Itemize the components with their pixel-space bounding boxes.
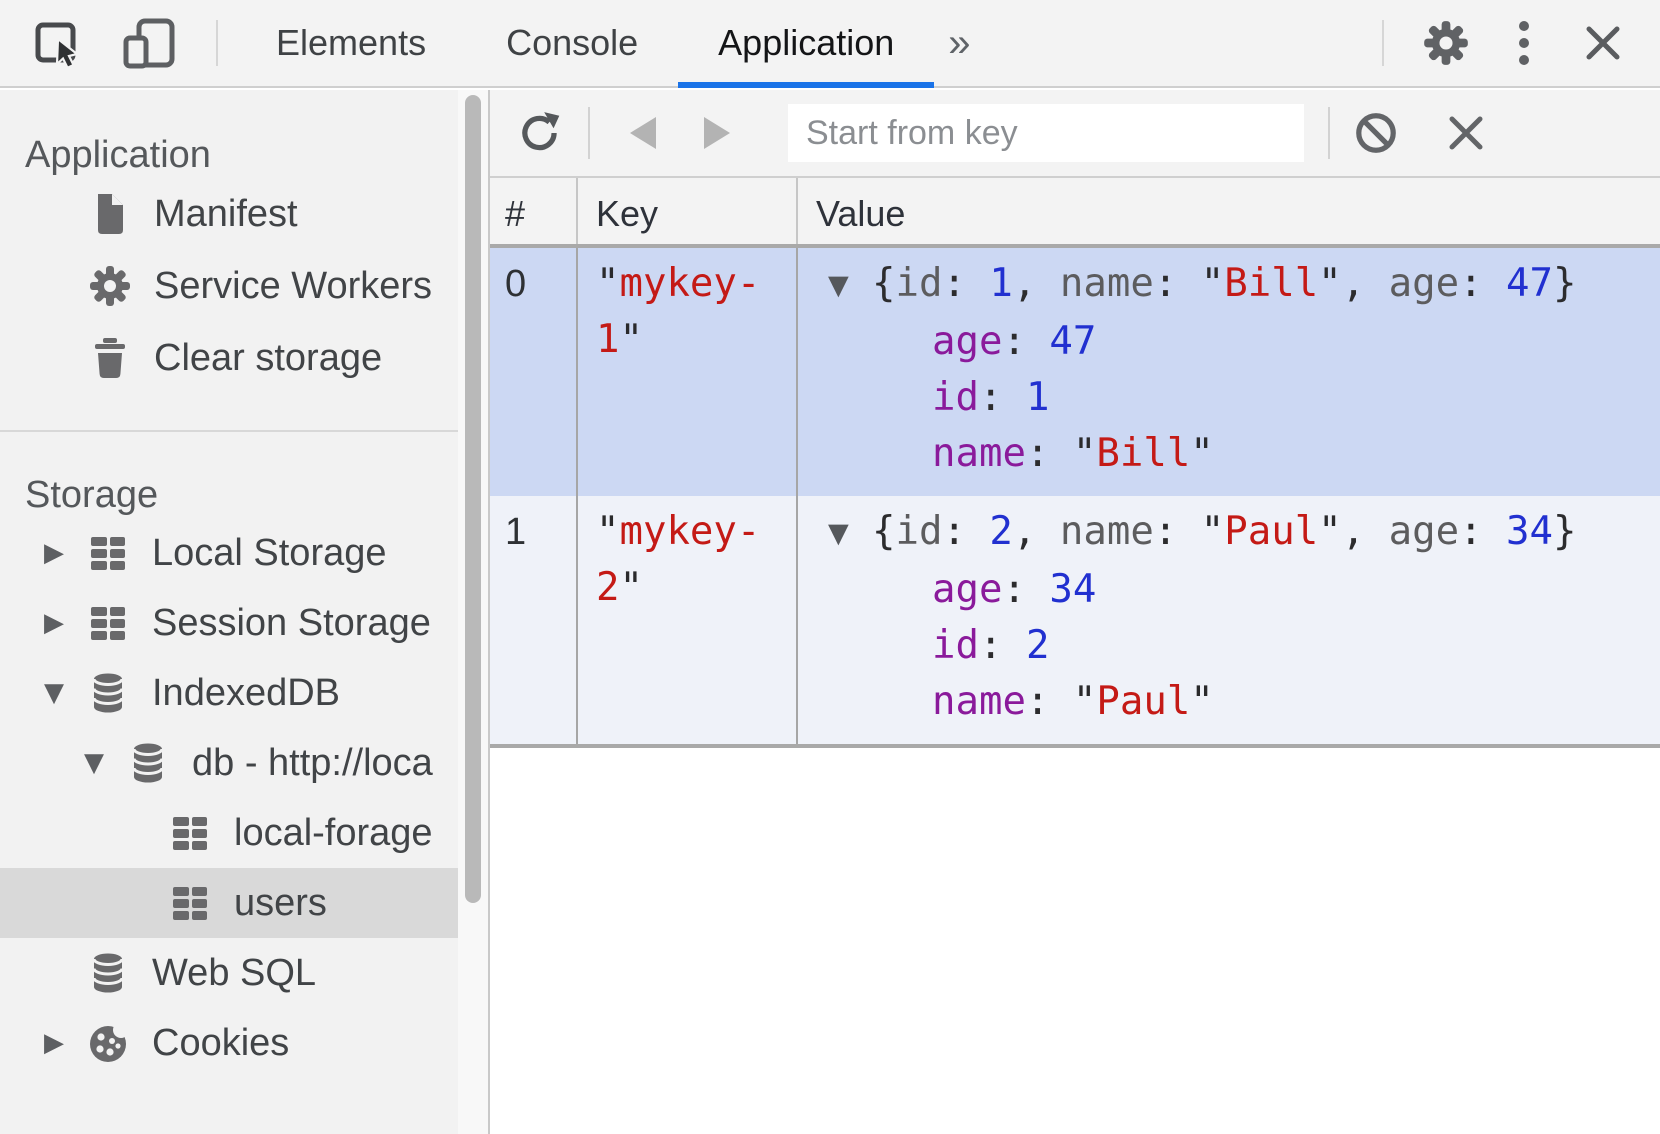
table-row[interactable]: 1 "mykey-2" ▼{id: 2, name: "Paul", age: … [490, 496, 1660, 744]
sidebar-item-label: Session Storage [152, 601, 431, 644]
inspect-element-icon[interactable] [34, 18, 82, 68]
object-property: age: 47 [932, 319, 1097, 364]
sidebar-item-label: Clear storage [154, 336, 383, 379]
settings-gear-icon[interactable] [1422, 19, 1470, 67]
object-preview: ▼{id: 2, name: "Paul", age: 34} [828, 504, 1660, 562]
sidebar-item-cookies[interactable]: ▶ Cookies [0, 1008, 458, 1078]
prev-page-icon[interactable] [626, 115, 660, 151]
chevron-expanded-icon[interactable]: ▼ [84, 748, 104, 778]
kebab-menu-icon[interactable] [1518, 19, 1530, 67]
chevron-collapsed-icon[interactable]: ▶ [44, 608, 64, 638]
sidebar-item-session-storage[interactable]: ▶ Session Storage [0, 588, 458, 658]
column-header-value: Value [816, 193, 906, 234]
row-key: "mykey-1" [578, 248, 798, 496]
database-icon [92, 953, 124, 993]
next-page-icon[interactable] [700, 115, 734, 151]
cookie-icon [90, 1022, 129, 1062]
row-index: 1 [490, 496, 578, 744]
gear-icon [90, 266, 130, 306]
sidebar-divider [0, 430, 458, 432]
chevron-expanded-icon[interactable]: ▼ [44, 678, 64, 708]
sidebar-item-label: Service Workers [154, 264, 433, 307]
application-sidebar: Application Manifest Service Workers [0, 90, 490, 1134]
tab-application[interactable]: Application [678, 0, 935, 88]
delete-selected-icon[interactable] [1446, 113, 1486, 153]
object-property: id: 2 [932, 623, 1050, 668]
trash-icon [95, 338, 125, 378]
close-devtools-icon[interactable] [1582, 22, 1624, 64]
object-preview: ▼{id: 1, name: "Bill", age: 47} [828, 256, 1660, 314]
sidebar-scrollbar-track[interactable] [458, 90, 488, 1134]
object-property: id: 1 [932, 375, 1050, 420]
indexeddb-data-view: # Key Value 0 "mykey-1" ▼{id: 1, name: "… [490, 90, 1660, 1134]
devtools-toolbar: Elements Console Application » [0, 0, 1660, 88]
sidebar-item-label: Cookies [152, 1021, 290, 1064]
more-tabs-icon[interactable]: » [948, 20, 971, 65]
sidebar-item-service-workers[interactable]: Service Workers [0, 250, 458, 322]
devtools-controls [1382, 19, 1624, 67]
tab-elements[interactable]: Elements [276, 22, 427, 63]
datagrid-toolbar [490, 90, 1660, 178]
table-icon [91, 607, 125, 640]
column-header-key: Key [578, 178, 798, 244]
section-title-application: Application [25, 134, 211, 176]
table-icon [173, 887, 207, 920]
chevron-collapsed-icon[interactable]: ▶ [44, 538, 64, 568]
file-icon [98, 194, 123, 234]
sidebar-item-label: Web SQL [152, 951, 317, 994]
row-value: ▼{id: 2, name: "Paul", age: 34} age: 34 … [798, 496, 1660, 744]
table-icon [173, 817, 207, 850]
sidebar-item-label: users [234, 881, 327, 924]
sidebar-item-web-sql[interactable]: Web SQL [0, 938, 458, 1008]
table-header: # Key Value [490, 178, 1660, 248]
expand-triangle-icon[interactable]: ▼ [828, 518, 849, 549]
toolbar-divider [1382, 20, 1384, 66]
sidebar-item-users-store[interactable]: users [0, 868, 458, 938]
sidebar-item-label: IndexedDB [152, 671, 341, 714]
section-title-storage: Storage [25, 474, 159, 516]
sidebar-item-manifest[interactable]: Manifest [0, 178, 458, 250]
row-index: 0 [490, 248, 578, 496]
database-icon [92, 673, 124, 713]
tab-console[interactable]: Console [506, 22, 639, 63]
clear-object-store-icon[interactable] [1352, 109, 1400, 157]
toolbar-divider [216, 20, 218, 66]
expand-triangle-icon[interactable]: ▼ [828, 270, 849, 301]
refresh-icon[interactable] [516, 109, 564, 157]
device-toolbar-icon[interactable] [122, 17, 176, 69]
object-property: name: "Bill" [932, 431, 1214, 476]
storage-tree: ▶ Local Storage ▶ [0, 518, 458, 1078]
column-header-index: # [490, 178, 578, 244]
start-from-key-input[interactable] [788, 104, 1304, 162]
sidebar-item-local-forage-store[interactable]: local-forage [0, 798, 458, 868]
database-icon [132, 743, 164, 783]
toolbar-divider [588, 107, 590, 159]
table-row[interactable]: 0 "mykey-1" ▼{id: 1, name: "Bill", age: … [490, 248, 1660, 496]
sidebar-item-label: local-forage [234, 811, 433, 854]
panel-tabs: Elements Console Application » [236, 0, 985, 88]
sidebar-item-label: Manifest [154, 192, 298, 235]
toolbar-divider [1328, 107, 1330, 159]
sidebar-item-clear-storage[interactable]: Clear storage [0, 322, 458, 394]
sidebar-item-indexeddb[interactable]: ▼ IndexedDB [0, 658, 458, 728]
chevron-collapsed-icon[interactable]: ▶ [44, 1028, 64, 1058]
records-table: 0 "mykey-1" ▼{id: 1, name: "Bill", age: … [490, 248, 1660, 748]
sidebar-item-local-storage[interactable]: ▶ Local Storage [0, 518, 458, 588]
object-property: age: 34 [932, 567, 1097, 612]
sidebar-item-db-origin[interactable]: ▼ db - http://loca [0, 728, 458, 798]
sidebar-item-label: Local Storage [152, 531, 387, 574]
table-icon [91, 537, 125, 570]
sidebar-item-label: db - http://loca [192, 741, 433, 784]
row-key: "mykey-2" [578, 496, 798, 744]
row-value: ▼{id: 1, name: "Bill", age: 47} age: 47 … [798, 248, 1660, 496]
object-property: name: "Paul" [932, 679, 1214, 724]
sidebar-scrollbar-thumb[interactable] [465, 95, 481, 903]
